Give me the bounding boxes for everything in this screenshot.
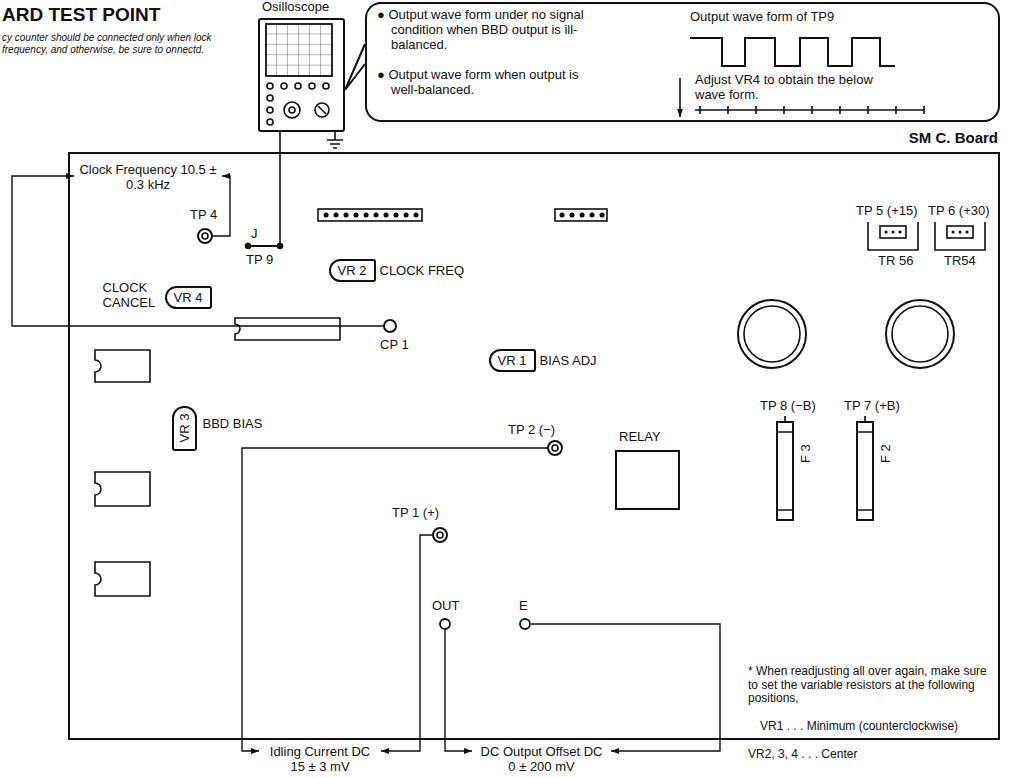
function-label: BBD BIAS <box>203 416 263 431</box>
spec-label: Idling Current DC 15 ± 3 mV <box>263 744 377 774</box>
note-text: cy counter should be connected only when… <box>2 32 234 56</box>
spec-label: Clock Frequency 10.5 ± 0.3 kHz <box>78 162 218 192</box>
node-text: Adjust VR4 to obtain the below wave form… <box>695 72 895 102</box>
capacitor <box>738 300 954 368</box>
note-text: VR1 . . . Minimum (counterclockwise) <box>748 720 996 734</box>
part-label: TP 5 (+15) <box>856 203 918 218</box>
part-label: TP 7 (+B) <box>844 398 900 413</box>
check-point <box>384 320 396 332</box>
square-wave <box>690 38 895 66</box>
part-label: F 3 <box>798 444 813 463</box>
resistor-name: VR 3 <box>177 414 192 443</box>
leader-line <box>213 176 230 236</box>
scope-knobs <box>267 83 329 125</box>
jumper-dot <box>278 244 283 249</box>
callout-bubble: ● Output wave form under no signal condi… <box>365 2 1000 122</box>
fuse <box>777 416 873 520</box>
variable-resistor: VR 4CLOCK CANCEL <box>165 286 212 309</box>
part-label: CP 1 <box>380 337 409 352</box>
probe-lead <box>279 132 281 246</box>
node-text: ● Output wave form when output is well-b… <box>377 67 587 97</box>
part-label: TP 6 (+30) <box>928 203 990 218</box>
leader-line <box>381 535 433 751</box>
variable-resistor: VR 2CLOCK FREQ <box>329 259 376 282</box>
oscilloscope: Osilloscope <box>258 18 345 132</box>
test-point <box>552 445 558 451</box>
test-point <box>202 233 208 239</box>
node-text: SM C. Board <box>909 129 998 147</box>
test-point <box>433 528 447 542</box>
part-label: TR 56 <box>878 253 913 268</box>
function-label: BIAS ADJ <box>540 353 597 368</box>
scope-screen <box>266 24 332 76</box>
part-label: TR54 <box>944 253 976 268</box>
variable-resistor: VR 3BBD BIAS <box>172 406 197 451</box>
spec-label: DC Output Offset DC 0 ± 200 mV <box>476 744 607 774</box>
flat-wave <box>695 106 925 114</box>
ic-package <box>95 318 340 596</box>
part-label: TP 2 (−) <box>508 422 555 437</box>
circuit-board: SM C. BoardVR 4CLOCK CANCELVR 2CLOCK FRE… <box>68 152 1000 740</box>
callout-pointer <box>345 44 365 90</box>
node-text: Osilloscope <box>262 0 329 14</box>
leader-line <box>445 630 472 751</box>
part-label: TP 8 (−B) <box>760 398 816 413</box>
connector-strip <box>318 209 607 221</box>
part-label: F 2 <box>878 444 893 463</box>
leader-line <box>531 624 720 751</box>
test-point <box>548 441 562 455</box>
resistor-name: VR 2 <box>338 263 367 278</box>
part-label: E <box>519 598 528 613</box>
adjust-arrow <box>679 78 681 117</box>
leader-line <box>242 448 548 751</box>
part-label: TP 9 <box>246 252 273 267</box>
note-text: VR2, 3, 4 . . . Center <box>748 748 996 762</box>
node-text: RELAY <box>619 429 661 444</box>
node-text: Output wave form of TP9 <box>690 9 834 24</box>
part-label: TP 1 (+) <box>392 505 439 520</box>
earth-terminal <box>520 619 530 629</box>
resistor-name: VR 4 <box>174 290 203 305</box>
function-label: CLOCK CANCEL <box>103 280 161 310</box>
ground-symbol <box>327 132 343 148</box>
transistor-socket <box>868 222 985 250</box>
jumper-wire <box>248 245 280 247</box>
page-title: ARD TEST POINT <box>2 4 160 26</box>
note-text: * When readjusting all over again, make … <box>748 665 996 706</box>
output-terminal <box>440 619 450 629</box>
test-point <box>437 532 443 538</box>
relay-box: RELAY <box>615 450 680 510</box>
part-label: OUT <box>432 598 459 613</box>
part-label: J <box>251 226 258 241</box>
resistor-name: VR 1 <box>498 353 527 368</box>
node-text: ● Output wave form under no signal condi… <box>377 7 587 52</box>
part-label: TP 4 <box>190 207 217 222</box>
function-label: CLOCK FREQ <box>380 263 465 278</box>
test-point <box>198 229 212 243</box>
jumper-dot <box>246 244 251 249</box>
variable-resistor: VR 1BIAS ADJ <box>489 349 536 372</box>
